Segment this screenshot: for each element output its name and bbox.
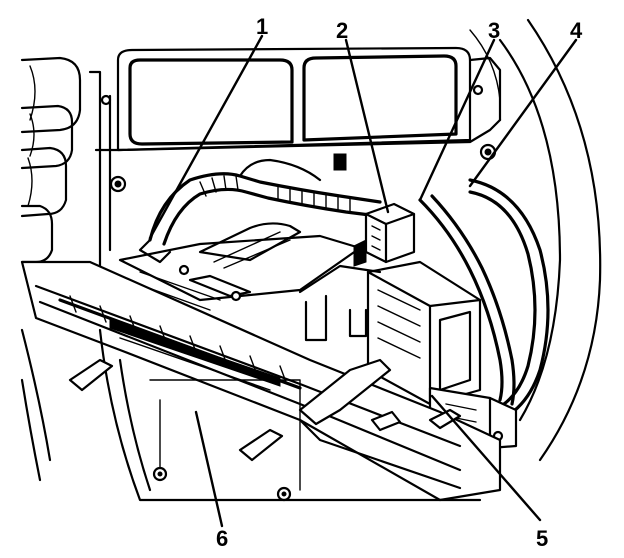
- leader-3: [418, 38, 496, 202]
- cable-3: [418, 194, 516, 406]
- callout-4: 4: [570, 18, 583, 43]
- electrical-connector: [353, 202, 416, 267]
- leader-5: [430, 394, 542, 522]
- callout-2: 2: [336, 18, 348, 43]
- callout-6: 6: [216, 526, 228, 551]
- wiring-harness: [138, 158, 382, 264]
- callout-labels: 1 2 3 4 5 6: [216, 14, 583, 551]
- cable-4: [468, 178, 550, 416]
- leader-4: [468, 38, 578, 188]
- right-frame-curves: [469, 18, 602, 462]
- callout-1: 1: [256, 14, 268, 39]
- leader-2: [344, 38, 390, 214]
- leader-6: [194, 410, 224, 528]
- callout-5: 5: [536, 526, 548, 551]
- heater-core-plates: [118, 222, 362, 311]
- leader-lines: [148, 34, 578, 528]
- top-duct-openings: [94, 46, 502, 193]
- lower-cavity: [20, 328, 482, 502]
- hvac-module: [298, 260, 482, 406]
- leader-1: [148, 34, 264, 240]
- left-vent-panel: [20, 56, 112, 332]
- frame-clips: [68, 358, 462, 462]
- callout-3: 3: [488, 18, 500, 43]
